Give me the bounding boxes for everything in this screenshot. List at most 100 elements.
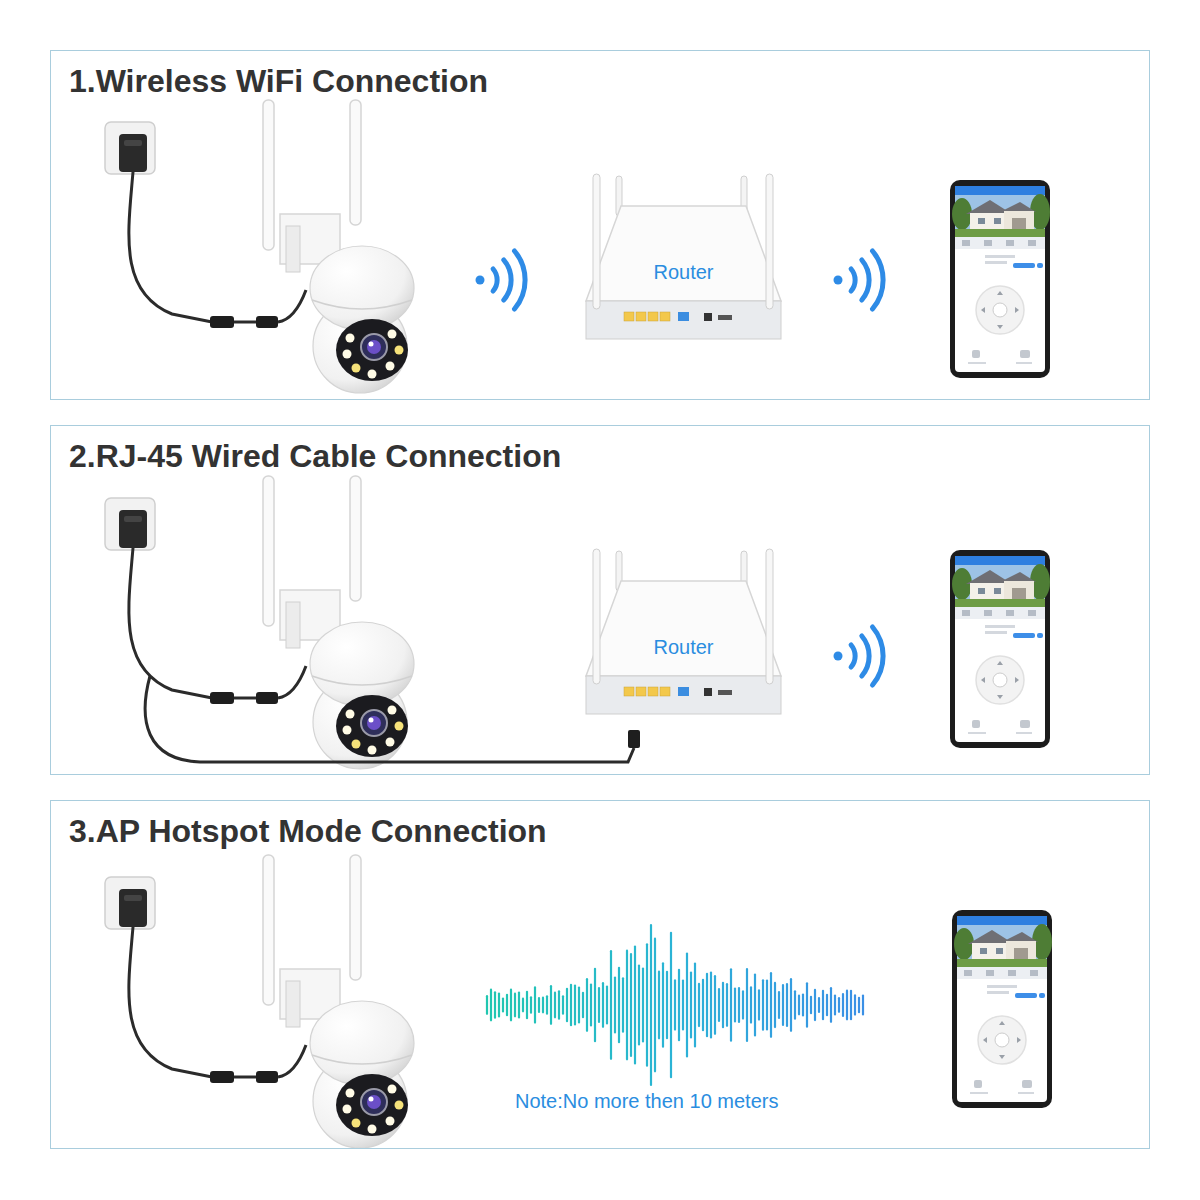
router-label: Router: [576, 260, 791, 284]
network-cable: [145, 676, 634, 762]
note-box: Note:No more then 10 meters: [515, 1089, 778, 1113]
wave-bar: [546, 996, 548, 1013]
phone-figure: [952, 910, 1052, 1108]
wave-bar: [834, 996, 836, 1015]
wave-bar: [770, 973, 772, 1037]
wave-bar: [538, 998, 540, 1012]
wave-bar: [842, 994, 844, 1016]
wave-bar: [666, 972, 668, 1038]
wave-bar: [702, 980, 704, 1030]
wave-bar: [794, 991, 796, 1019]
wave-bar: [542, 998, 544, 1013]
wave-bar: [758, 990, 760, 1019]
wifi-signal: [834, 251, 884, 309]
wave-bar: [714, 976, 716, 1034]
wave-bar: [678, 970, 680, 1040]
wave-bar: [790, 979, 792, 1031]
wave-bar: [638, 966, 640, 1045]
wave-bar: [510, 990, 512, 1021]
wave-bar: [514, 994, 516, 1017]
wave-bar: [590, 985, 592, 1026]
wave-bar: [774, 983, 776, 1027]
wave-bar: [734, 989, 736, 1022]
router-shape: [576, 541, 791, 726]
wave-bar: [822, 991, 824, 1019]
wave-bar: [622, 978, 624, 1031]
router-label: Router: [576, 635, 791, 659]
wave-bar: [582, 993, 584, 1018]
wave-bar: [818, 998, 820, 1012]
wave-bar: [806, 983, 808, 1026]
wave-bar: [850, 991, 852, 1020]
wave-bar: [766, 981, 768, 1030]
wave-bar: [562, 996, 564, 1013]
wave-bar: [646, 944, 648, 1066]
wave-bar: [730, 969, 732, 1040]
section-heading: 1.Wireless WiFi Connection: [69, 61, 488, 101]
wave-bar: [846, 991, 848, 1020]
router-shape: [576, 166, 791, 351]
wave-bar: [838, 998, 840, 1012]
camera-figure: [105, 476, 414, 769]
wave-bar: [574, 986, 576, 1025]
wave-bar: [618, 968, 620, 1042]
router-box: Router: [576, 541, 791, 726]
wave-bar: [814, 990, 816, 1020]
wave-bar: [602, 983, 604, 1027]
wave-bar: [706, 974, 708, 1036]
section-panel: 2.RJ-45 Wired Cable ConnectionRouter: [50, 425, 1150, 775]
wave-bar: [670, 933, 672, 1077]
wave-bar: [826, 995, 828, 1015]
wave-bar: [738, 988, 740, 1022]
wave-bar: [550, 986, 552, 1024]
section-panel: 1.Wireless WiFi ConnectionRouter: [50, 50, 1150, 400]
wave-bar: [586, 979, 588, 1031]
wave-bar: [674, 980, 676, 1029]
wave-bar: [858, 998, 860, 1012]
wifi-signal: [834, 627, 884, 685]
wave-bar: [530, 997, 532, 1012]
section-heading: 3.AP Hotspot Mode Connection: [69, 811, 547, 851]
wave-bar: [626, 951, 628, 1060]
wave-bar: [854, 995, 856, 1014]
wave-bar: [718, 989, 720, 1021]
wave-bar: [502, 999, 504, 1012]
wave-bar: [710, 973, 712, 1038]
phone-figure: [950, 550, 1050, 748]
wave-bar: [810, 997, 812, 1013]
wave-bar: [786, 984, 788, 1026]
wave-bar: [522, 999, 524, 1012]
wave-bar: [698, 984, 700, 1026]
wave-bar: [662, 963, 664, 1046]
wave-bar: [630, 954, 632, 1056]
wave-bar: [742, 991, 744, 1018]
wave-bar: [498, 994, 500, 1017]
section-heading: 2.RJ-45 Wired Cable Connection: [69, 436, 561, 476]
wave-bar: [762, 980, 764, 1030]
wave-bar: [722, 983, 724, 1027]
wave-bar: [746, 969, 748, 1041]
note-text: Note:No more then 10 meters: [515, 1090, 778, 1112]
wave-bar: [566, 989, 568, 1021]
wave-bar: [798, 996, 800, 1015]
wave-bar: [614, 978, 616, 1033]
wave-bar: [682, 980, 684, 1029]
wave-bar: [690, 973, 692, 1038]
wave-bar: [558, 991, 560, 1018]
wave-bar: [490, 990, 492, 1021]
wave-bar: [506, 995, 508, 1015]
wave-bar: [778, 992, 780, 1018]
wave-bar: [642, 969, 644, 1042]
wave-bar: [654, 939, 656, 1072]
wave-bar: [650, 925, 652, 1085]
wave-bar: [862, 996, 864, 1015]
wave-bar: [534, 987, 536, 1022]
camera-figure: [105, 100, 414, 393]
wave-bar: [782, 985, 784, 1025]
wave-bar: [830, 988, 832, 1022]
wave-bar: [726, 984, 728, 1026]
wave-bar: [610, 951, 612, 1059]
wave-bar: [802, 995, 804, 1016]
wave-bar: [750, 987, 752, 1022]
